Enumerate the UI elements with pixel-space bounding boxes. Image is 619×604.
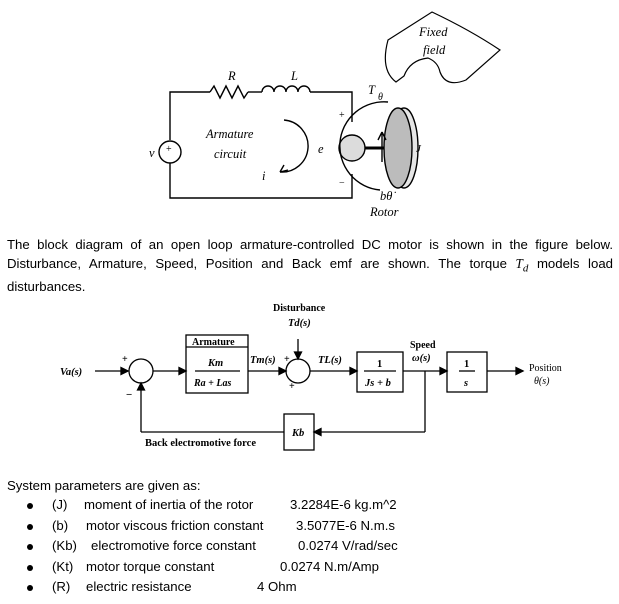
bullet-icon — [27, 544, 33, 550]
summing-junction-1 — [128, 358, 154, 384]
resistor-label: R — [227, 69, 236, 83]
armature-denominator: Ra + Las — [193, 378, 231, 389]
integrator-arrowhead — [439, 366, 449, 376]
armature-block — [185, 334, 249, 394]
torque-theta-subscript: θ — [378, 92, 383, 103]
integrator-numerator: 1 — [464, 359, 469, 370]
summer1-minus-sign: − — [126, 389, 132, 401]
armature-label-line1: Armature — [205, 127, 254, 141]
speed-label: Speed — [410, 340, 436, 351]
wire-top-right — [310, 91, 353, 122]
parameter-code: (Kb) — [52, 538, 77, 553]
current-label: i — [262, 169, 266, 183]
load-denominator: Js + b — [364, 378, 391, 389]
fixed-field-label-line1: Fixed — [418, 25, 448, 39]
parameter-value: 0.0274 N.m/Amp — [280, 558, 379, 574]
summer2-plus-sign-bottom: + — [289, 381, 295, 392]
parameter-description: electric resistance — [86, 579, 192, 594]
source-voltage-label: v — [149, 146, 155, 160]
integrator-block — [446, 351, 488, 393]
torque-symbol-letter: T — [515, 255, 523, 271]
load-numerator: 1 — [377, 359, 382, 370]
disturbance-label: Disturbance — [273, 303, 326, 314]
wire-top-left — [169, 91, 210, 140]
parameter-description: moment of inertia of the rotor — [84, 497, 254, 512]
armature-arrowhead — [178, 366, 188, 376]
torque-arrowhead — [377, 131, 387, 141]
description-paragraph: The block diagram of an open loop armatu… — [7, 236, 613, 296]
parameter-description: motor viscous friction constant — [86, 517, 264, 533]
kb-arrowhead — [312, 427, 322, 437]
armature-circuit-diagram — [158, 11, 501, 199]
rotor-disk-front — [383, 107, 413, 189]
friction-label: bθ̇ — [380, 189, 396, 203]
parameter-value: 4 Ohm — [257, 579, 297, 594]
rotor-label: Rotor — [369, 205, 399, 219]
parameter-code: (R) — [52, 579, 71, 594]
armature-numerator: Km — [207, 358, 223, 369]
parameter-code: (J) — [52, 497, 68, 512]
position-symbol: θ(s) — [534, 376, 550, 387]
load-torque-label: TL(s) — [318, 355, 342, 366]
friction-arc — [339, 101, 389, 191]
bullet-icon — [27, 585, 33, 591]
back-emf-label: Back electromotive force — [145, 438, 256, 449]
inductor-symbol — [261, 85, 311, 93]
torque-label: T — [368, 83, 376, 97]
motor-symbol — [338, 134, 366, 162]
speed-symbol: ω(s) — [412, 353, 431, 364]
kb-label: Kb — [291, 428, 304, 439]
fixed-field-label-line2: field — [423, 43, 446, 57]
parameter-code: (b) — [52, 517, 69, 533]
bullet-icon — [27, 523, 33, 530]
description-text-part2: models load disturbances. — [7, 255, 613, 294]
inertia-label: J — [416, 143, 422, 155]
wire-bottom — [169, 163, 353, 199]
load-arrowhead — [349, 366, 359, 376]
disturbance-symbol: Td(s) — [288, 318, 311, 329]
parameter-description: motor torque constant — [86, 558, 215, 574]
source-plus-sign: + — [166, 144, 172, 155]
load-block — [356, 351, 404, 393]
armature-label-line2: circuit — [214, 147, 247, 161]
motor-minus-sign: − — [339, 178, 345, 189]
summer2-arrowhead — [278, 366, 288, 376]
description-text-part1: The block diagram of an open loop armatu… — [7, 237, 613, 271]
parameter-value: 0.0274 V/rad/sec — [298, 538, 398, 553]
parameter-code: (Kt) — [52, 558, 74, 574]
current-arc — [279, 119, 309, 173]
output-arrowhead — [515, 366, 525, 376]
parameter-description: electromotive force constant — [91, 538, 256, 553]
parameters-title: System parameters are given as: — [7, 478, 201, 493]
position-label: Position — [529, 363, 562, 374]
torque-symbol-subscript: d — [522, 262, 529, 275]
inductor-label: L — [290, 69, 298, 83]
motor-torque-label: Tm(s) — [250, 355, 276, 366]
input-arrowhead — [120, 366, 130, 376]
parameter-value: 3.2284E-6 kg.m^2 — [290, 497, 397, 512]
fixed-field-shape — [384, 11, 501, 84]
input-voltage-label: Va(s) — [60, 367, 82, 378]
armature-block-title: Armature — [192, 337, 235, 348]
resistor-symbol — [209, 84, 249, 100]
block-diagram — [95, 334, 525, 451]
torque-symbol: Td — [515, 255, 529, 275]
motor-plus-sign: + — [339, 110, 345, 121]
summer1-plus-sign: + — [122, 354, 128, 365]
summer2-plus-sign-left: + — [284, 354, 290, 365]
integrator-denominator: s — [463, 378, 468, 389]
emf-label: e — [318, 142, 324, 156]
feedback-arrowhead — [136, 381, 146, 391]
parameter-value: 3.5077E-6 N.m.s — [296, 517, 395, 533]
current-arrowhead — [279, 164, 289, 173]
disturbance-arrowhead — [293, 351, 303, 361]
bullet-icon — [27, 503, 33, 509]
bullet-icon — [27, 564, 33, 571]
